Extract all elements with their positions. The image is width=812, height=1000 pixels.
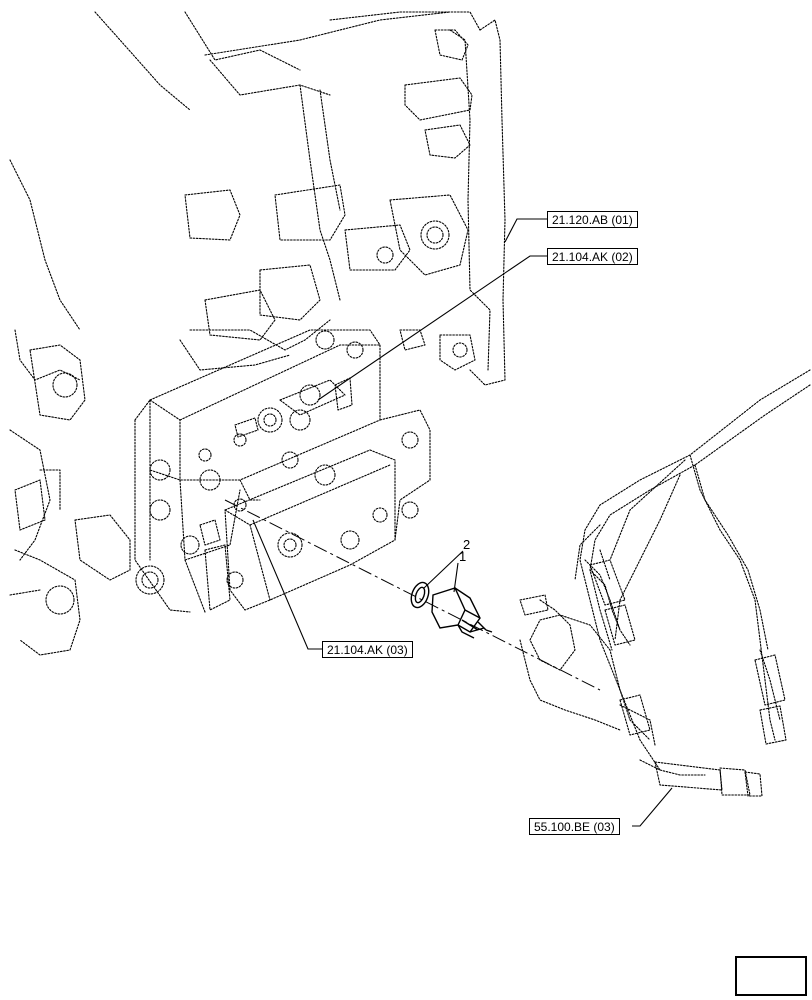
assembly-axis-line [224,499,601,691]
pressure-switch [431,587,493,639]
ref-label-21-104-ak-03[interactable]: 21.104.AK (03) [322,641,413,658]
transmission-housing [9,11,506,656]
previous-page-arrow-icon[interactable] [735,956,807,996]
ref-label-55-100-be-03[interactable]: 55.100.BE (03) [529,818,620,835]
leader-lines [252,218,673,827]
callout-item-1: 1 [459,549,467,564]
wire-harness [519,369,811,776]
seal-ring [410,581,430,609]
valve-block [9,329,431,613]
ref-label-21-120-ab-01[interactable]: 21.120.AB (01) [547,211,638,228]
callout-item-2: 2 [463,537,471,552]
harness-connectors [519,559,787,797]
ref-label-21-104-ak-02[interactable]: 21.104.AK (02) [547,248,638,265]
